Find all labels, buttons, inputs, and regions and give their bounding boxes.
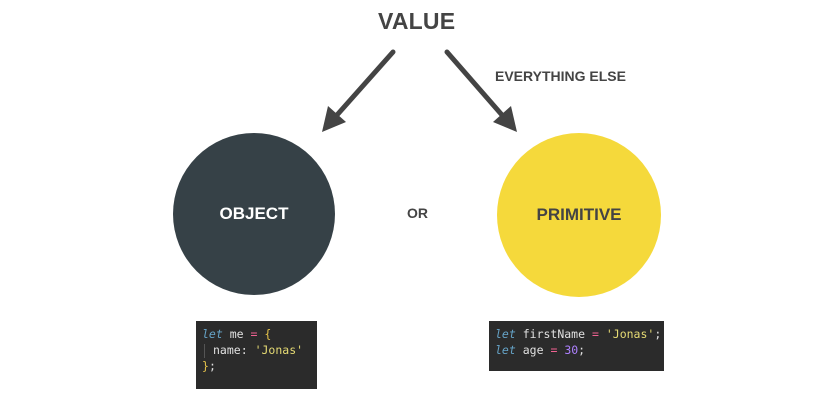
code-operator: = [591, 327, 599, 341]
arrow-to-primitive [444, 49, 517, 132]
code-keyword: let [495, 343, 516, 357]
code-semicolon: ; [578, 343, 586, 357]
arrow-to-object-shaft [334, 49, 396, 118]
code-string: 'Jonas' [254, 343, 304, 357]
object-code-snippet: let me = { name: 'Jonas' }; [196, 321, 317, 389]
or-separator: OR [407, 205, 428, 221]
code-variable: me [229, 327, 244, 341]
everything-else-label: EVERYTHING ELSE [495, 68, 626, 84]
primitive-label: PRIMITIVE [536, 205, 622, 224]
object-circle: OBJECT [173, 133, 335, 295]
arrow-to-primitive-shaft [444, 49, 505, 118]
indent-guide [204, 343, 205, 358]
code-variable: firstName [522, 327, 586, 341]
code-semicolon: ; [654, 327, 662, 341]
code-keyword: let [202, 327, 223, 341]
arrow-to-primitive-head [493, 106, 517, 132]
value-title: VALUE [378, 8, 456, 34]
code-line: }; [202, 358, 311, 374]
code-number: 30 [564, 343, 579, 357]
arrow-to-object [322, 49, 396, 132]
primitive-circle: PRIMITIVE [497, 133, 661, 297]
code-line: let me = { [202, 326, 311, 342]
code-keyword: let [495, 327, 516, 341]
code-line: let age = 30; [495, 342, 658, 358]
code-operator: = [250, 327, 258, 341]
code-semicolon: ; [208, 359, 216, 373]
code-variable: age [522, 343, 544, 357]
code-brace: { [264, 327, 272, 341]
object-label: OBJECT [219, 204, 289, 223]
code-operator: = [550, 343, 558, 357]
code-line: let firstName = 'Jonas'; [495, 326, 662, 342]
code-line: name: 'Jonas' [202, 342, 311, 358]
arrow-to-object-head [322, 106, 346, 132]
code-brace: } [202, 359, 209, 373]
primitive-code-snippet: let firstName = 'Jonas'; let age = 30; [489, 321, 664, 371]
code-colon: : [240, 343, 248, 357]
code-string: 'Jonas' [605, 327, 655, 341]
code-property: name [213, 343, 241, 357]
